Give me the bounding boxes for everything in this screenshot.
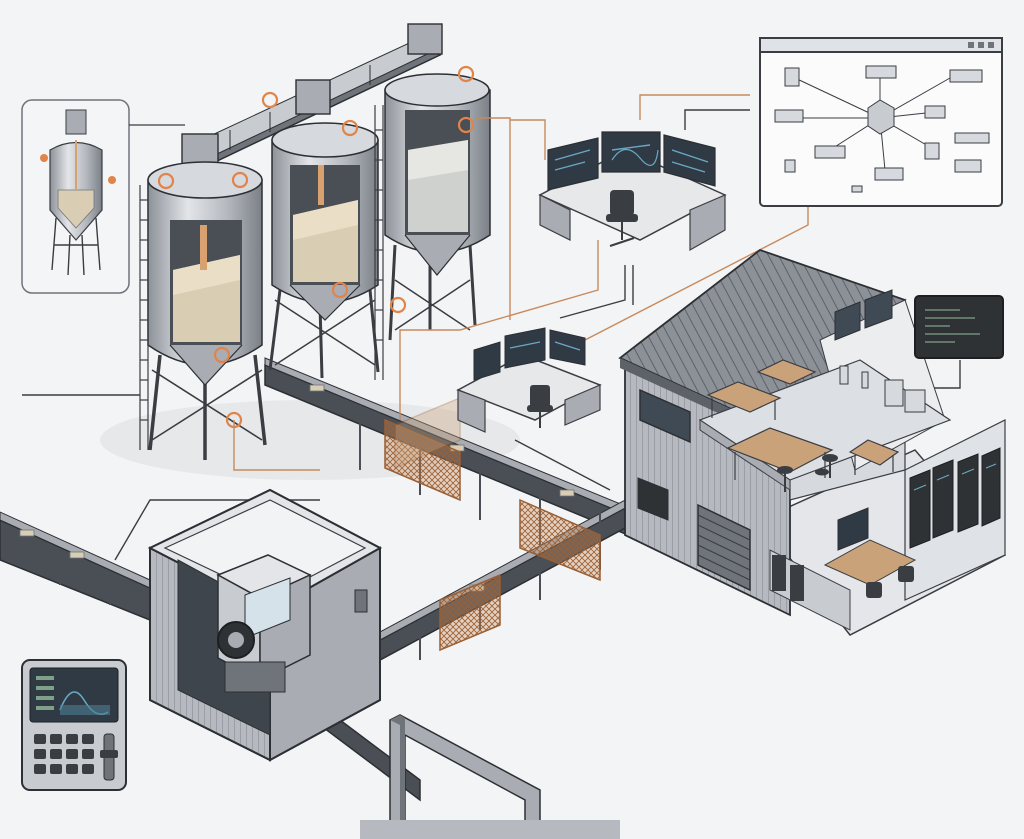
workstation-icon — [473, 327, 586, 381]
grain-silo-icon — [139, 105, 384, 460]
control-room-workstation — [538, 131, 727, 252]
office-chair — [527, 385, 553, 428]
lower-office — [769, 507, 917, 631]
office-chair — [606, 190, 638, 247]
sensor-ring-icon — [213, 346, 231, 364]
sensor-ring-icon — [457, 116, 475, 134]
terminal-icon — [925, 309, 980, 343]
data-connection-lines — [22, 94, 961, 561]
foreground-gate — [360, 714, 620, 839]
silo-detail-inset — [21, 99, 185, 294]
garage-door — [697, 503, 751, 592]
silo-array — [139, 23, 491, 460]
industrial-machine-icon — [216, 554, 312, 693]
secondary-workstation — [456, 327, 602, 433]
grain-silo-icon — [268, 122, 380, 379]
keypad-panel-icon — [34, 676, 118, 781]
sensor-ring-icon — [457, 65, 475, 83]
silo-cutaway-icon — [40, 109, 116, 276]
sensor-ring-icon — [341, 119, 359, 137]
server-room — [904, 419, 1006, 601]
sensor-ring-icon — [389, 296, 407, 314]
processing-machine — [147, 488, 383, 762]
sensor-nodes — [157, 65, 475, 429]
workstation-icon — [547, 131, 716, 191]
code-terminal — [914, 295, 1004, 359]
network-diagram-screen — [759, 37, 1003, 207]
processing-building — [618, 248, 1007, 636]
sensor-ring-icon — [231, 171, 249, 189]
sensor-ring-icon — [331, 281, 349, 299]
control-panel — [21, 659, 127, 791]
conveyor-guard-screens — [384, 396, 601, 652]
sensor-ring-icon — [261, 91, 279, 109]
grain-silo-icon — [384, 73, 491, 341]
sensor-ring-icon — [157, 172, 175, 190]
laboratory — [706, 359, 926, 492]
network-diagram-icon — [774, 65, 990, 193]
